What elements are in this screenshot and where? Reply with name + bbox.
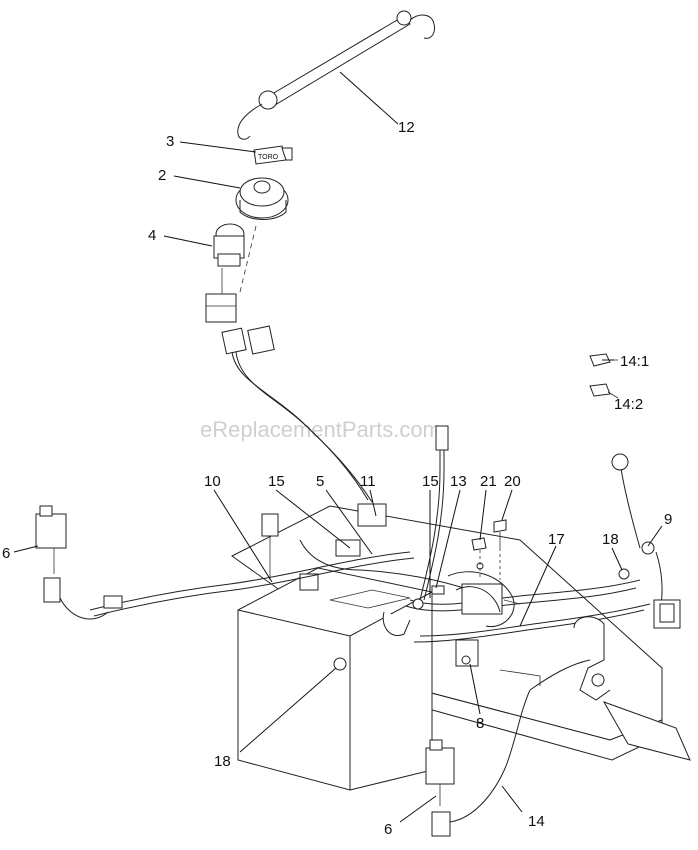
- callout-18-right: 18: [602, 531, 619, 548]
- callout-21: 21: [480, 473, 497, 490]
- callout-18-bottom: 18: [214, 753, 231, 770]
- support-rod-part: [237, 10, 435, 140]
- fastener-parts: [412, 519, 630, 610]
- ignition-switch-part: [235, 177, 289, 220]
- toro-logo-text: TORO: [258, 154, 279, 161]
- callout-11: 11: [360, 473, 376, 490]
- callout-6-bottom: 6: [384, 821, 392, 838]
- callout-4: 4: [148, 227, 156, 244]
- callout-10: 10: [204, 473, 221, 490]
- ignition-key-part: TORO: [253, 145, 293, 165]
- relay-harness-cluster: [447, 571, 515, 667]
- fuse-block-part: [653, 599, 681, 629]
- callout-14-2: 14:2: [614, 396, 643, 413]
- pto-switch-part: [213, 223, 245, 267]
- callout-labels: 12 3 2 4 14:1 14:2 10 15 5 11 15 13 21 2…: [2, 119, 672, 838]
- watermark-text: eReplacementParts.com: [200, 417, 441, 442]
- interlock-switch-left-part: [35, 505, 123, 620]
- fuse-14-1-part: [589, 353, 618, 367]
- leader-lines: [13, 71, 663, 823]
- main-harness-part: [89, 425, 663, 643]
- harness-plug-part: [221, 325, 373, 503]
- fuse-14-2-part: [589, 383, 619, 399]
- battery-part: [237, 567, 433, 791]
- callout-17: 17: [548, 531, 565, 548]
- cable-clamp-part: [573, 616, 611, 701]
- callout-15-left: 15: [268, 473, 285, 490]
- callout-14-1: 14:1: [620, 353, 649, 370]
- callout-5: 5: [316, 473, 324, 490]
- switch-connector-part: [205, 225, 257, 323]
- callout-15-right: 15: [422, 473, 439, 490]
- relay-bracket-part: [261, 503, 387, 580]
- callout-14: 14: [528, 813, 545, 830]
- callout-12: 12: [398, 119, 415, 136]
- callout-8: 8: [476, 715, 484, 732]
- callout-13: 13: [450, 473, 467, 490]
- callout-2: 2: [158, 167, 166, 184]
- interlock-switch-bottom-part: [425, 659, 591, 837]
- callout-20: 20: [504, 473, 521, 490]
- callout-6-left: 6: [2, 545, 10, 562]
- callout-9: 9: [664, 511, 672, 528]
- callout-3: 3: [166, 133, 174, 150]
